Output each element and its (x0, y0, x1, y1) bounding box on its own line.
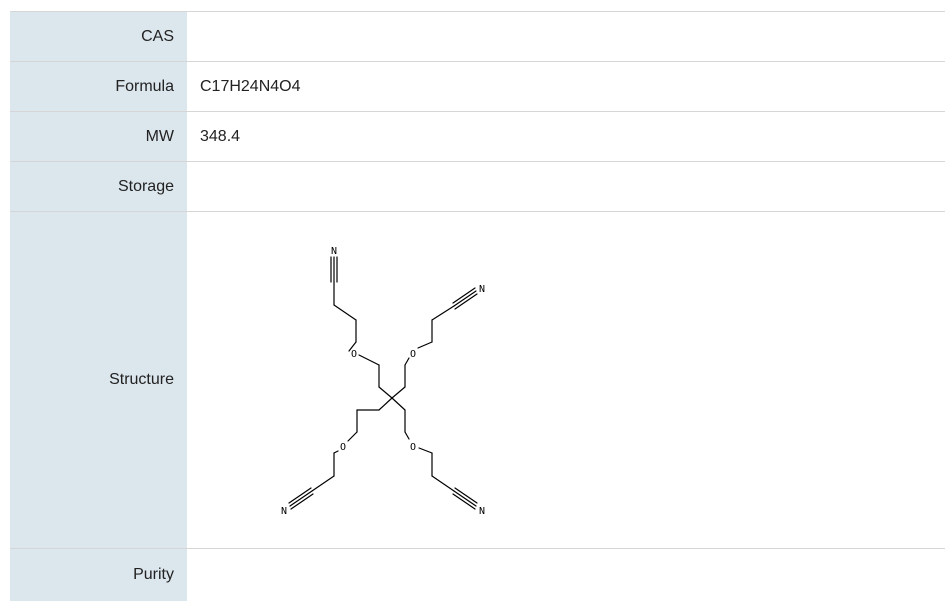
structure-cell: N O O N O O N N (187, 211, 945, 549)
atom-oxygen-top-right: O (410, 349, 416, 360)
property-row-cas: CAS (10, 11, 945, 62)
product-properties-table: CAS Formula C17H24N4O4 MW 348.4 Storage … (10, 11, 945, 601)
atom-oxygen-top-left: O (351, 349, 357, 360)
atom-nitrogen-top: N (331, 246, 337, 257)
atom-oxygen-bottom-left: O (340, 442, 346, 453)
property-row-storage: Storage (10, 161, 945, 212)
atom-nitrogen-bottom-right: N (479, 506, 485, 517)
atom-nitrogen-bottom-left: N (281, 506, 287, 517)
property-row-purity: Purity (10, 548, 945, 601)
mw-label: MW (10, 111, 187, 162)
formula-label: Formula (10, 61, 187, 112)
structure-image: N O O N O O N N (187, 212, 487, 548)
formula-value: C17H24N4O4 (187, 61, 945, 112)
atom-nitrogen-right: N (479, 284, 485, 295)
storage-label: Storage (10, 161, 187, 212)
cas-label: CAS (10, 11, 187, 62)
cas-value (187, 11, 945, 62)
property-row-formula: Formula C17H24N4O4 (10, 61, 945, 112)
property-row-mw: MW 348.4 (10, 111, 945, 162)
purity-label: Purity (10, 548, 187, 601)
property-row-structure: Structure (10, 211, 945, 549)
purity-value (187, 548, 945, 601)
chemical-structure-diagram: N O O N O O N N (281, 246, 485, 517)
structure-label: Structure (10, 211, 187, 549)
storage-value (187, 161, 945, 212)
atom-oxygen-bottom-right: O (410, 442, 416, 453)
mw-value: 348.4 (187, 111, 945, 162)
